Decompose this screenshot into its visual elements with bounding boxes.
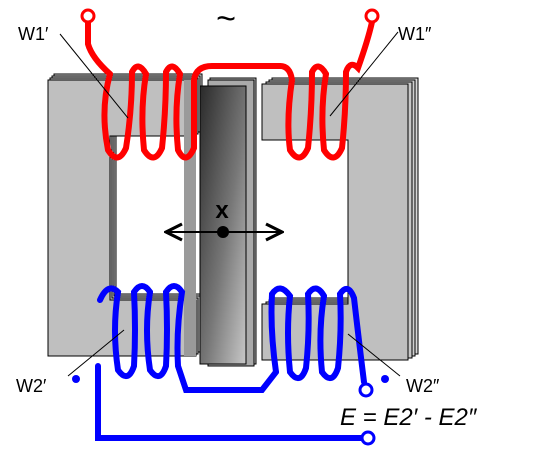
primary-terminal-right: [364, 8, 380, 24]
ac-source-symbol: ~: [216, 0, 236, 38]
left-core: [47, 73, 203, 357]
label-armature-x: x: [215, 197, 229, 224]
label-w2-left: W2′: [16, 376, 47, 396]
secondary-terminal-top: [358, 382, 374, 398]
label-w1-right: W1″: [398, 24, 432, 44]
secondary-terminal-bottom: [360, 430, 376, 446]
displacement-arrow: [168, 226, 280, 238]
leader-lines: [59, 31, 401, 377]
secondary-winding: [95, 283, 367, 441]
label-w1-left: W1′: [18, 24, 49, 44]
polarity-dot-right: [381, 375, 389, 383]
primary-winding: [85, 19, 375, 161]
output-equation: E = E2′ - E2″: [340, 404, 478, 431]
primary-terminal-left: [80, 8, 96, 24]
label-w2-right: W2″: [406, 376, 440, 396]
polarity-dot-left: [72, 375, 80, 383]
